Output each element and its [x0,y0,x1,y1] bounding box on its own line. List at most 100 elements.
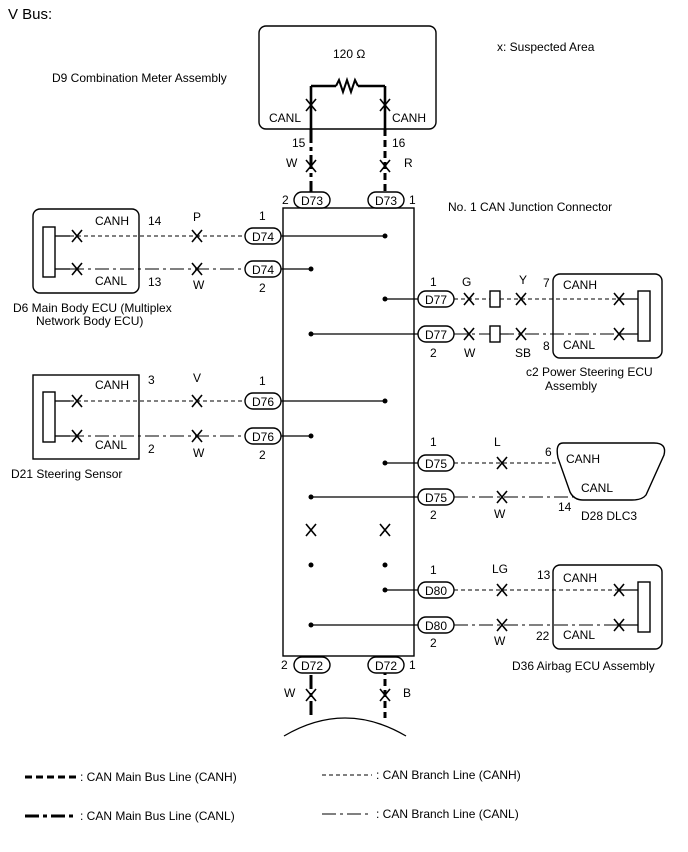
dlc3-wire-color-canl: W [494,507,506,521]
legend: : CAN Main Bus Line (CANH) : CAN Main Bu… [25,768,521,823]
suspect-x-bottom-canl [305,688,317,702]
d72-pin-canl: 2 [281,658,288,672]
d6-name-line1: D6 Main Body ECU (Multiplex [13,301,172,315]
connector-d80-canl: D80 [417,616,455,634]
junction-connector-name: No. 1 CAN Junction Connector [448,200,612,214]
meter-canh-label: CANH [392,111,426,125]
connector-d75-canl: D75 [417,488,455,506]
connector-d73-label-h: D73 [375,194,397,208]
c2-name-line2: Assembly [545,379,597,393]
d6-pin-canl: 13 [148,275,162,289]
c2-wire-color-canl-out: SB [515,346,531,360]
d36-name: D36 Airbag ECU Assembly [512,659,655,673]
connector-d72-label-h: D72 [375,659,397,673]
d75-pin-canh: 1 [430,435,437,449]
c2-canh-inline-connector [489,290,501,308]
dlc3-pin-canh: 6 [545,445,552,459]
airbag-ecu-assembly: CANH CANL [552,564,663,650]
d36-canl-label: CANL [563,628,595,642]
c2-name-line1: c2 Power Steering ECU [526,365,653,379]
suspected-area-note: x: Suspected Area [497,40,595,54]
connector-d77-canl: D77 [417,325,455,343]
connector-d76-label-l: D76 [252,430,274,444]
connector-d80-label-h: D80 [425,584,447,598]
d36-wire-color-canh: LG [492,562,508,576]
d80-pin-canh: 1 [430,563,437,577]
d6-wire-color-canl: W [193,278,205,292]
connector-d73-label-l: D73 [301,194,323,208]
connector-d73-canl: D73 [293,191,331,209]
meter-wire-color-canl: W [286,156,298,170]
connector-d72-canh: D72 [367,656,405,674]
dlc3-wire-color-canh: L [494,435,501,449]
can-junction-connector-box [282,207,415,657]
connector-d73-canh: D73 [367,191,405,209]
d36-pin-canh: 13 [537,568,551,582]
dlc3-connector [556,442,666,501]
legend-main-canl: : CAN Main Bus Line (CANL) [80,809,235,823]
d36-canh-label: CANH [563,571,597,585]
connector-d75-label-h: D75 [425,457,447,471]
d21-name: D21 Steering Sensor [11,467,122,481]
connector-d75-label-l: D75 [425,491,447,505]
combination-meter-assembly: D9 Combination Meter Assembly 120 Ω CANL… [52,25,437,130]
meter-name: D9 Combination Meter Assembly [52,71,227,85]
resistor-label: 120 Ω [333,47,365,61]
connector-d74-canl: D74 [244,260,282,278]
dlc3-canl-label: CANL [581,481,613,495]
d76-pin-canl: 2 [259,448,266,462]
d73-pin-canh: 1 [409,193,416,207]
connector-d76-label-h: D76 [252,395,274,409]
suspect-x-d21-canh [191,394,203,408]
main-body-ecu: CANH CANL [32,208,140,294]
d36-wire-color-canl: W [494,634,506,648]
d21-canh-label: CANH [95,378,129,392]
d21-pin-canl: 2 [148,442,155,456]
meter-pin-canh: 16 [392,136,406,150]
d72-pin-canh: 1 [409,658,416,672]
d77-pin-canh: 1 [430,275,437,289]
c2-wire-color-canh-out: Y [519,273,527,287]
dlc3-name: D28 DLC3 [581,509,637,523]
connector-d77-canh: D77 [417,290,455,308]
d36-pin-canl: 22 [536,629,550,643]
diagram-title: V Bus: [8,6,52,23]
connector-d72-label-l: D72 [301,659,323,673]
c2-pin-canh: 7 [543,276,550,290]
splice-points [308,233,388,628]
d76-pin-canh: 1 [259,374,266,388]
d74-pin-canl: 2 [259,281,266,295]
connector-d76-canh: D76 [244,392,282,410]
d77-pin-canl: 2 [430,346,437,360]
dlc3-pin-canl: 14 [558,500,572,514]
d6-canl-label: CANL [95,274,127,288]
d21-canl-label: CANL [95,438,127,452]
c2-canl-label: CANL [563,338,595,352]
connector-d80-canh: D80 [417,581,455,599]
legend-main-canh: : CAN Main Bus Line (CANH) [80,770,237,784]
d21-wire-color-canl: W [193,446,205,460]
legend-branch-canh: : CAN Branch Line (CANH) [376,768,521,782]
dlc3-canh-label: CANH [566,452,600,466]
d73-pin-canl: 2 [282,193,289,207]
suspect-x-meter-canh [379,159,391,173]
c2-canh-label: CANH [563,278,597,292]
d6-pin-canh: 14 [148,214,162,228]
suspect-x-d6-canh [191,229,203,243]
c2-pin-canl: 8 [543,339,550,353]
d6-canh-label: CANH [95,214,129,228]
c2-canl-inline-connector [489,325,501,343]
legend-branch-canl: : CAN Branch Line (CANL) [376,807,519,821]
connector-d76-canl: D76 [244,427,282,445]
suspect-x-c2-canh-in [463,292,475,306]
d74-pin-canh: 1 [259,209,266,223]
d21-pin-canh: 3 [148,373,155,387]
connector-d74-label-l: D74 [252,263,274,277]
d6-wire-color-canh: P [193,210,201,224]
connector-d77-label-h: D77 [425,293,447,307]
d75-pin-canl: 2 [430,508,437,522]
c2-wire-color-canl-in: W [464,346,476,360]
suspect-x-c2-canl-out [515,327,527,341]
d72-wire-color-canh: B [403,686,411,700]
d72-wire-color-canl: W [284,686,296,700]
